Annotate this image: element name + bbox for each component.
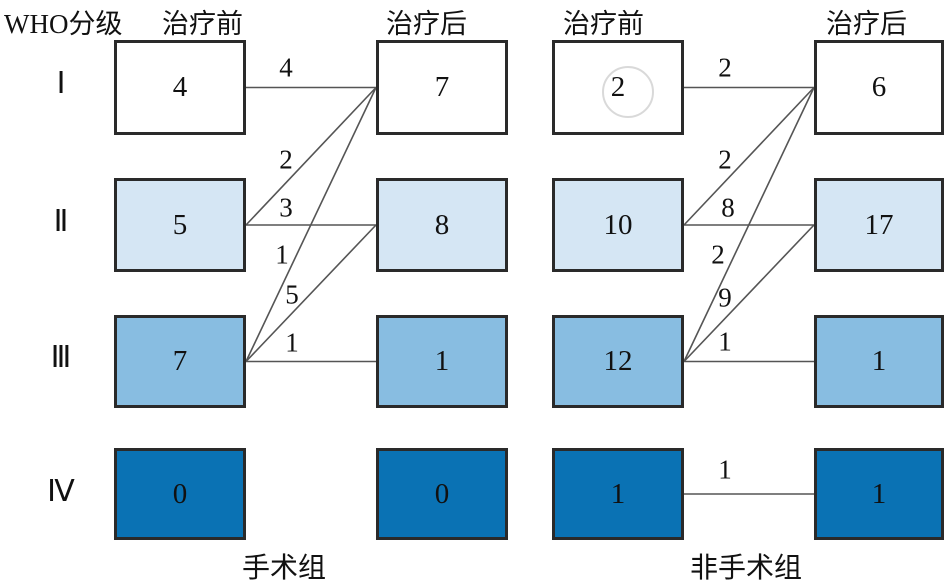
row-label-3: Ⅲ	[50, 341, 72, 374]
row-label-1: Ⅰ	[56, 67, 66, 100]
post-treatment-box-grade-4: 1	[814, 448, 944, 540]
transition-count: 8	[721, 192, 735, 223]
transition-line	[683, 86, 815, 226]
post-treatment-box-grade-1: 7	[376, 40, 508, 135]
transition-count: 2	[718, 52, 732, 83]
patient-count: 1	[871, 477, 887, 510]
group-label-nonsurgery: 非手术组	[690, 553, 803, 584]
post-treatment-box-grade-1: 6	[814, 40, 944, 135]
transition-line	[683, 224, 815, 363]
pre-treatment-box-grade-2: 5	[114, 178, 246, 272]
transition-count: 1	[275, 239, 289, 270]
group-label-surgery: 手术组	[242, 553, 327, 584]
transition-line	[683, 87, 815, 362]
patient-count: 12	[603, 345, 633, 377]
patient-count: 1	[610, 477, 626, 510]
header-left-pre: 治疗前	[162, 9, 243, 39]
header-right-pre: 治疗前	[563, 9, 644, 39]
patient-count: 2	[610, 71, 626, 103]
transition-count: 2	[718, 144, 732, 175]
row-label-4: Ⅳ	[47, 475, 75, 508]
pre-treatment-box-grade-1: 2	[552, 40, 684, 135]
transition-count: 1	[285, 327, 299, 358]
patient-count: 7	[434, 71, 450, 103]
header-left-post: 治疗后	[386, 9, 467, 39]
header-who-grade: WHO分级	[4, 9, 123, 39]
transition-line	[245, 87, 377, 362]
patient-count: 1	[871, 345, 887, 377]
patient-count: 5	[172, 208, 188, 241]
patient-count: 17	[864, 208, 894, 241]
patient-count: 10	[603, 208, 633, 241]
patient-count: 8	[434, 208, 450, 241]
post-treatment-box-grade-2: 17	[814, 178, 944, 272]
transition-line	[245, 224, 377, 363]
post-treatment-box-grade-2: 8	[376, 178, 508, 272]
patient-count: 7	[172, 345, 188, 377]
row-label-2: Ⅱ	[53, 205, 69, 238]
pre-treatment-box-grade-3: 7	[114, 315, 246, 408]
patient-count: 6	[871, 71, 887, 103]
pre-treatment-box-grade-4: 0	[114, 448, 246, 540]
pre-treatment-box-grade-4: 1	[552, 448, 684, 540]
post-treatment-box-grade-3: 1	[376, 315, 508, 408]
pre-treatment-box-grade-1: 4	[114, 40, 246, 135]
transition-count: 2	[711, 239, 725, 270]
transition-count: 9	[718, 282, 732, 313]
post-treatment-box-grade-4: 0	[376, 448, 508, 540]
patient-count: 4	[172, 71, 188, 103]
pre-treatment-box-grade-3: 12	[552, 315, 684, 408]
transition-count: 1	[718, 454, 732, 485]
transition-line	[245, 86, 377, 226]
header-right-post: 治疗后	[826, 9, 907, 39]
patient-count: 0	[172, 477, 188, 510]
post-treatment-box-grade-3: 1	[814, 315, 944, 408]
transition-count: 2	[279, 144, 293, 175]
pre-treatment-box-grade-2: 10	[552, 178, 684, 272]
transition-count: 4	[279, 52, 293, 83]
transition-count: 5	[285, 279, 299, 310]
patient-count: 0	[434, 477, 450, 510]
transition-count: 3	[279, 192, 293, 223]
transition-count: 1	[718, 326, 732, 357]
patient-count: 1	[434, 345, 450, 377]
